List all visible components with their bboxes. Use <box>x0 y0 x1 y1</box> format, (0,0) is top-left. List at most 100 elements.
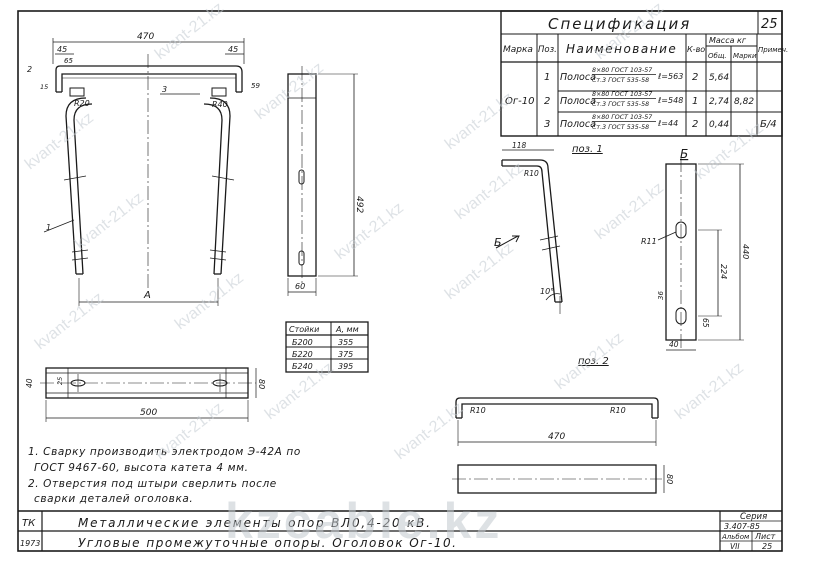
col-header-qty: К-во <box>687 45 705 54</box>
svg-text:ℓ=44: ℓ=44 <box>657 119 678 128</box>
title-block: ТК 1973 Металлические элементы опор ВЛ0,… <box>18 510 782 551</box>
watermark-text: kvant-21.kz <box>72 189 147 253</box>
angle-10: 10° <box>540 287 554 296</box>
poz2-view: поз. 2 R10 R10 470 80 <box>452 356 674 494</box>
watermark-text: kvant-21.kz <box>442 89 517 153</box>
label-r10-right: R10 <box>610 406 626 415</box>
title-line-1: Металлические элементы опор ВЛ0,4-20 кВ. <box>78 516 432 530</box>
note-line: 1. Сварку производить электродом Э-42А п… <box>28 446 301 458</box>
spec-table: Спецификация 25 Марка Поз. Наименование … <box>500 10 788 137</box>
svg-text:2: 2 <box>544 96 550 107</box>
svg-text:1: 1 <box>692 96 698 107</box>
svg-text:355: 355 <box>338 338 353 347</box>
svg-text:8×80 ГОСТ 103-57: 8×80 ГОСТ 103-57 <box>592 114 652 121</box>
view-b: Б R11 440 224 65 36 40 <box>641 147 750 351</box>
watermark-text: kvant-21.kz <box>592 179 667 243</box>
col-header-name: Наименование <box>566 42 677 56</box>
svg-text:8×80 ГОСТ 103-57: 8×80 ГОСТ 103-57 <box>592 67 652 74</box>
col-header-marka: Марка <box>503 45 533 55</box>
svg-text:Б220: Б220 <box>292 350 313 359</box>
poz1-title: поз. 1 <box>572 144 603 155</box>
svg-text:ℓ=563: ℓ=563 <box>657 72 683 81</box>
col-header-note: Примеч. <box>758 46 788 54</box>
dim-65-b: 65 <box>701 318 710 328</box>
svg-text:Б/4: Б/4 <box>760 119 777 130</box>
dim-a: А <box>143 290 151 301</box>
table-row: Б200 355 <box>292 338 353 347</box>
dim-470-poz2: 470 <box>548 432 565 442</box>
label-r20: R20 <box>74 99 90 108</box>
svg-text:5,64: 5,64 <box>709 73 729 83</box>
table-a-head-1: Стойки <box>289 325 319 334</box>
svg-text:ℓ=548: ℓ=548 <box>657 96 683 105</box>
dim-45-right: 45 <box>228 45 238 54</box>
svg-text:0,44: 0,44 <box>709 120 729 130</box>
watermark-text: kvant-21.kz <box>452 159 527 223</box>
album-label: Альбом <box>721 533 750 541</box>
dim-65: 65 <box>64 57 73 65</box>
series-value: 3.407-85 <box>724 522 760 531</box>
poz2-title: поз. 2 <box>578 356 609 367</box>
col-header-poz: Поз. <box>538 45 557 55</box>
col-header-mass: Масса кг <box>709 36 747 45</box>
sheet-frame <box>17 10 783 552</box>
dim-470: 470 <box>137 32 154 42</box>
brand-watermark: kzcable.kz <box>225 493 502 549</box>
svg-text:375: 375 <box>338 350 353 359</box>
svg-text:Ст.3 ГОСТ 535-58: Ст.3 ГОСТ 535-58 <box>592 101 649 108</box>
dim-80-plan: 80 <box>257 379 266 389</box>
dim-25-plan: 25 <box>56 377 64 385</box>
svg-text:2,74: 2,74 <box>709 97 729 107</box>
svg-text:2: 2 <box>692 119 698 130</box>
table-row: Б240 395 <box>292 362 353 371</box>
spec-row: 3 Полоса 8×80 ГОСТ 103-57 Ст.3 ГОСТ 535-… <box>544 114 777 131</box>
poz1-view: поз. 1 118 R10 Б 10° <box>494 141 603 314</box>
sheet-label: Лист <box>754 532 776 541</box>
dim-118: 118 <box>512 141 527 150</box>
note-line: ГОСТ 9467-60, высота катета 4 мм. <box>34 462 249 474</box>
note-line: сварки деталей оголовка. <box>34 493 193 505</box>
dim-492: 492 <box>354 196 364 213</box>
plan-view: 40 25 80 500 <box>25 367 266 422</box>
dim-40-plan: 40 <box>25 378 34 388</box>
side-view: 492 60 <box>287 66 364 296</box>
label-r40: R40 <box>212 100 228 109</box>
watermark-text: kvant-21.kz <box>32 289 107 353</box>
label-r11: R11 <box>641 237 657 246</box>
svg-text:Ст.3 ГОСТ 535-58: Ст.3 ГОСТ 535-58 <box>592 124 649 131</box>
svg-text:395: 395 <box>338 362 353 371</box>
svg-text:1: 1 <box>544 72 550 83</box>
svg-text:2: 2 <box>692 72 698 83</box>
label-poz-1: 1 <box>46 223 51 232</box>
label-r10-poz1: R10 <box>524 169 539 178</box>
label-poz-3: 3 <box>162 85 167 94</box>
series-label: Серия <box>740 512 767 522</box>
svg-text:Полоса: Полоса <box>560 119 596 130</box>
title-tk: ТК <box>22 518 36 529</box>
svg-text:Б240: Б240 <box>292 362 313 371</box>
note-line: 2. Отверстия под штыри сверлить после <box>28 478 277 490</box>
spec-row: 1 Полоса 8×80 ГОСТ 103-57 Ст.3 ГОСТ 535-… <box>544 67 729 84</box>
table-row: Б220 375 <box>292 350 353 359</box>
watermark-text: kvant-21.kz <box>332 199 407 263</box>
main-front-view: 470 45 45 65 2 15 59 <box>27 32 260 306</box>
col-header-mass-one: Общ. <box>708 52 727 60</box>
spec-mark: Ог-10 <box>505 96 534 107</box>
dim-500: 500 <box>140 408 157 418</box>
dim-59: 59 <box>251 82 260 90</box>
svg-text:8,82: 8,82 <box>734 97 754 107</box>
svg-text:Полоса: Полоса <box>560 72 596 83</box>
table-a-head-2: А, мм <box>335 325 359 334</box>
watermark-text: kvant-21.kz <box>672 359 747 423</box>
svg-text:Б200: Б200 <box>292 338 313 347</box>
svg-text:3: 3 <box>544 119 550 130</box>
sheet-value: 25 <box>762 542 772 551</box>
dim-40-b: 40 <box>669 340 679 349</box>
svg-text:Полоса: Полоса <box>560 96 596 107</box>
spec-sheet-no: 25 <box>761 17 778 32</box>
dim-45-left: 45 <box>57 45 67 54</box>
title-year: 1973 <box>20 539 40 548</box>
album-value: VII <box>730 542 740 551</box>
watermark-text: kvant-21.kz <box>172 269 247 333</box>
dim-2: 2 <box>27 65 32 74</box>
